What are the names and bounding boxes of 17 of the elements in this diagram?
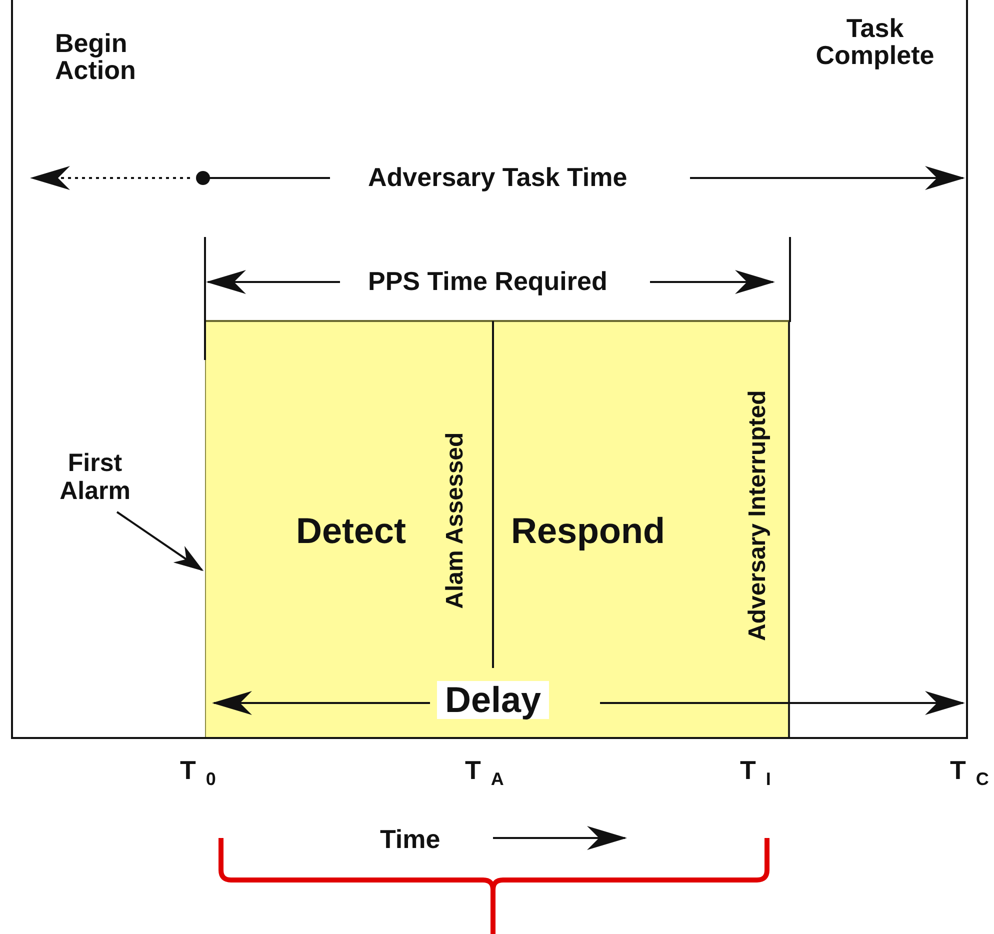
axis-label: Time	[380, 826, 440, 854]
event-label: Adversary Interrupted	[744, 390, 770, 640]
arrow	[116, 511, 204, 572]
phase-label: Detect	[296, 512, 406, 550]
time-marker: T$_{I}$	[740, 757, 771, 790]
time-marker: T$_{A}$	[465, 757, 504, 790]
dimension-label: PPS Time Required	[368, 268, 608, 296]
phase-label: Respond	[511, 512, 666, 550]
dimension-label: Adversary Task Time	[368, 164, 628, 192]
time-marker: T$_{0}$	[180, 757, 216, 790]
axis-label: Begin Action	[55, 30, 137, 85]
event-label: Alam Assessed	[442, 432, 468, 608]
callout-text: First Alarm	[58, 450, 132, 505]
time-marker: T$_{C}$	[950, 757, 989, 790]
axis-label: Task Complete	[814, 15, 936, 70]
dimension-label: Delay	[437, 681, 550, 719]
delay-box	[205, 320, 790, 738]
